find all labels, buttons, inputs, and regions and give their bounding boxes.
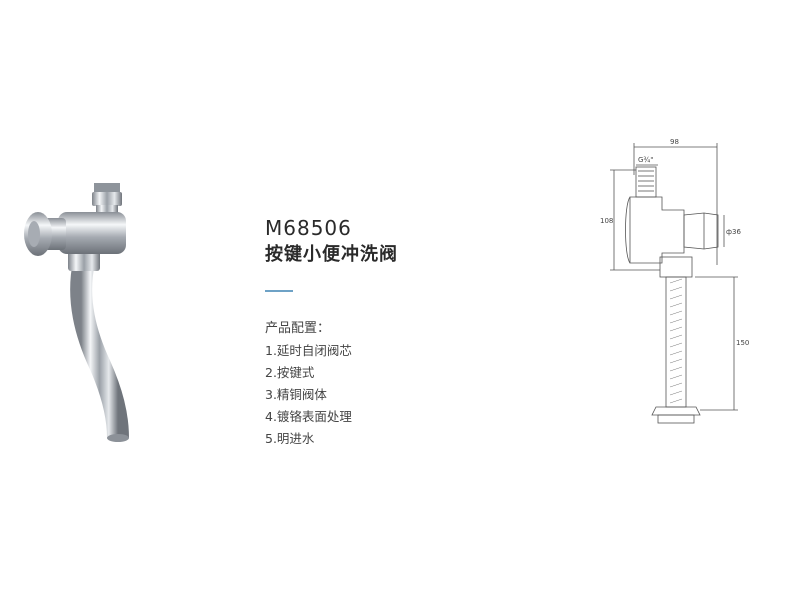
dim-diameter-label: ф36 [726,228,741,236]
config-item: 3.精铜阀体 [265,387,327,402]
config-list: 1.延时自闭阀芯 2.按键式 3.精铜阀体 4.镀铬表面处理 5.明进水 [265,340,525,450]
product-info: M68506 按键小便冲洗阀 产品配置： 1.延时自闭阀芯 2.按键式 3.精铜… [265,215,525,450]
dim-thread-label: G¾" [638,156,653,164]
config-item: 4.镀铬表面处理 [265,409,352,424]
dim-width-label: 98 [670,138,679,146]
dim-pipe-length-label: 150 [736,339,749,347]
config-item: 5.明进水 [265,431,315,446]
technical-drawing: 98 G¾" 108 ф36 150 [600,138,749,424]
config-item: 1.延时自闭阀芯 [265,343,352,358]
config-item: 2.按键式 [265,365,315,380]
dim-height-top-label: 108 [600,217,613,225]
config-title: 产品配置： [265,321,331,336]
accent-divider [265,290,293,292]
product-name: 按键小便冲洗阀 [265,244,398,265]
product-model: M68506 [265,216,352,240]
